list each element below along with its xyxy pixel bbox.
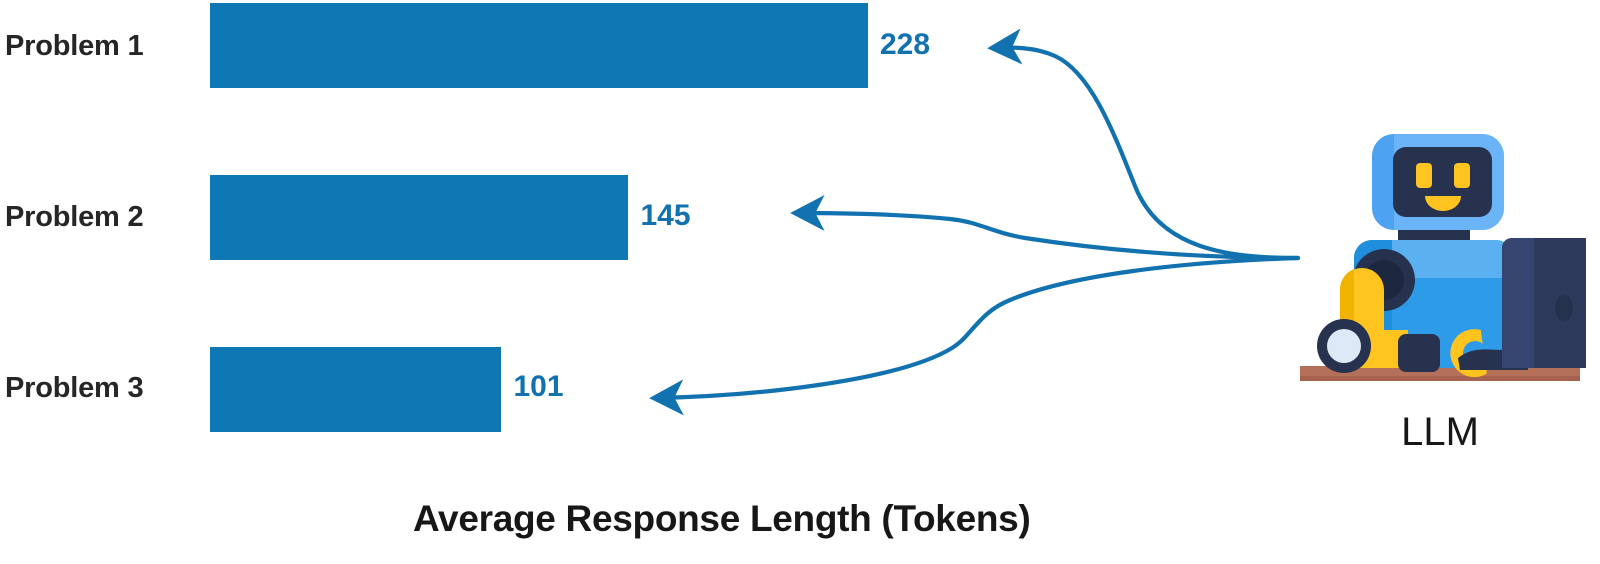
arrow-to-problem-1 [987, 28, 1301, 261]
robot-hand-block [1398, 334, 1440, 372]
bar-value-label-problem-2: 145 [640, 199, 691, 232]
bar-category-label-problem-2: Problem 2 [5, 201, 144, 233]
llm-caption: LLM [1401, 410, 1479, 454]
robot-wheel-hub [1327, 329, 1361, 363]
robot-eye-right [1454, 163, 1470, 188]
robot-eye-left [1416, 163, 1432, 188]
bar-value-label-problem-3: 101 [513, 370, 564, 403]
chart-axis-title: Average Response Length (Tokens) [413, 498, 1031, 539]
llm-robot-icon [1300, 134, 1586, 381]
bar-category-label-problem-3: Problem 3 [5, 372, 144, 404]
desk-shadow [1300, 376, 1580, 381]
arrow-to-problem-2 [790, 194, 1301, 261]
bar-value-label-problem-1: 228 [880, 28, 931, 61]
bar-problem-3 [210, 347, 502, 432]
bar-category-label-problem-1: Problem 1 [5, 30, 144, 62]
arrow-to-problem-3 [649, 255, 1301, 416]
laptop-logo [1555, 295, 1573, 321]
bar-problem-1 [210, 3, 868, 88]
bar-problem-2 [210, 175, 629, 260]
laptop-screen-shade [1502, 238, 1534, 368]
robot-mouth [1425, 196, 1461, 211]
